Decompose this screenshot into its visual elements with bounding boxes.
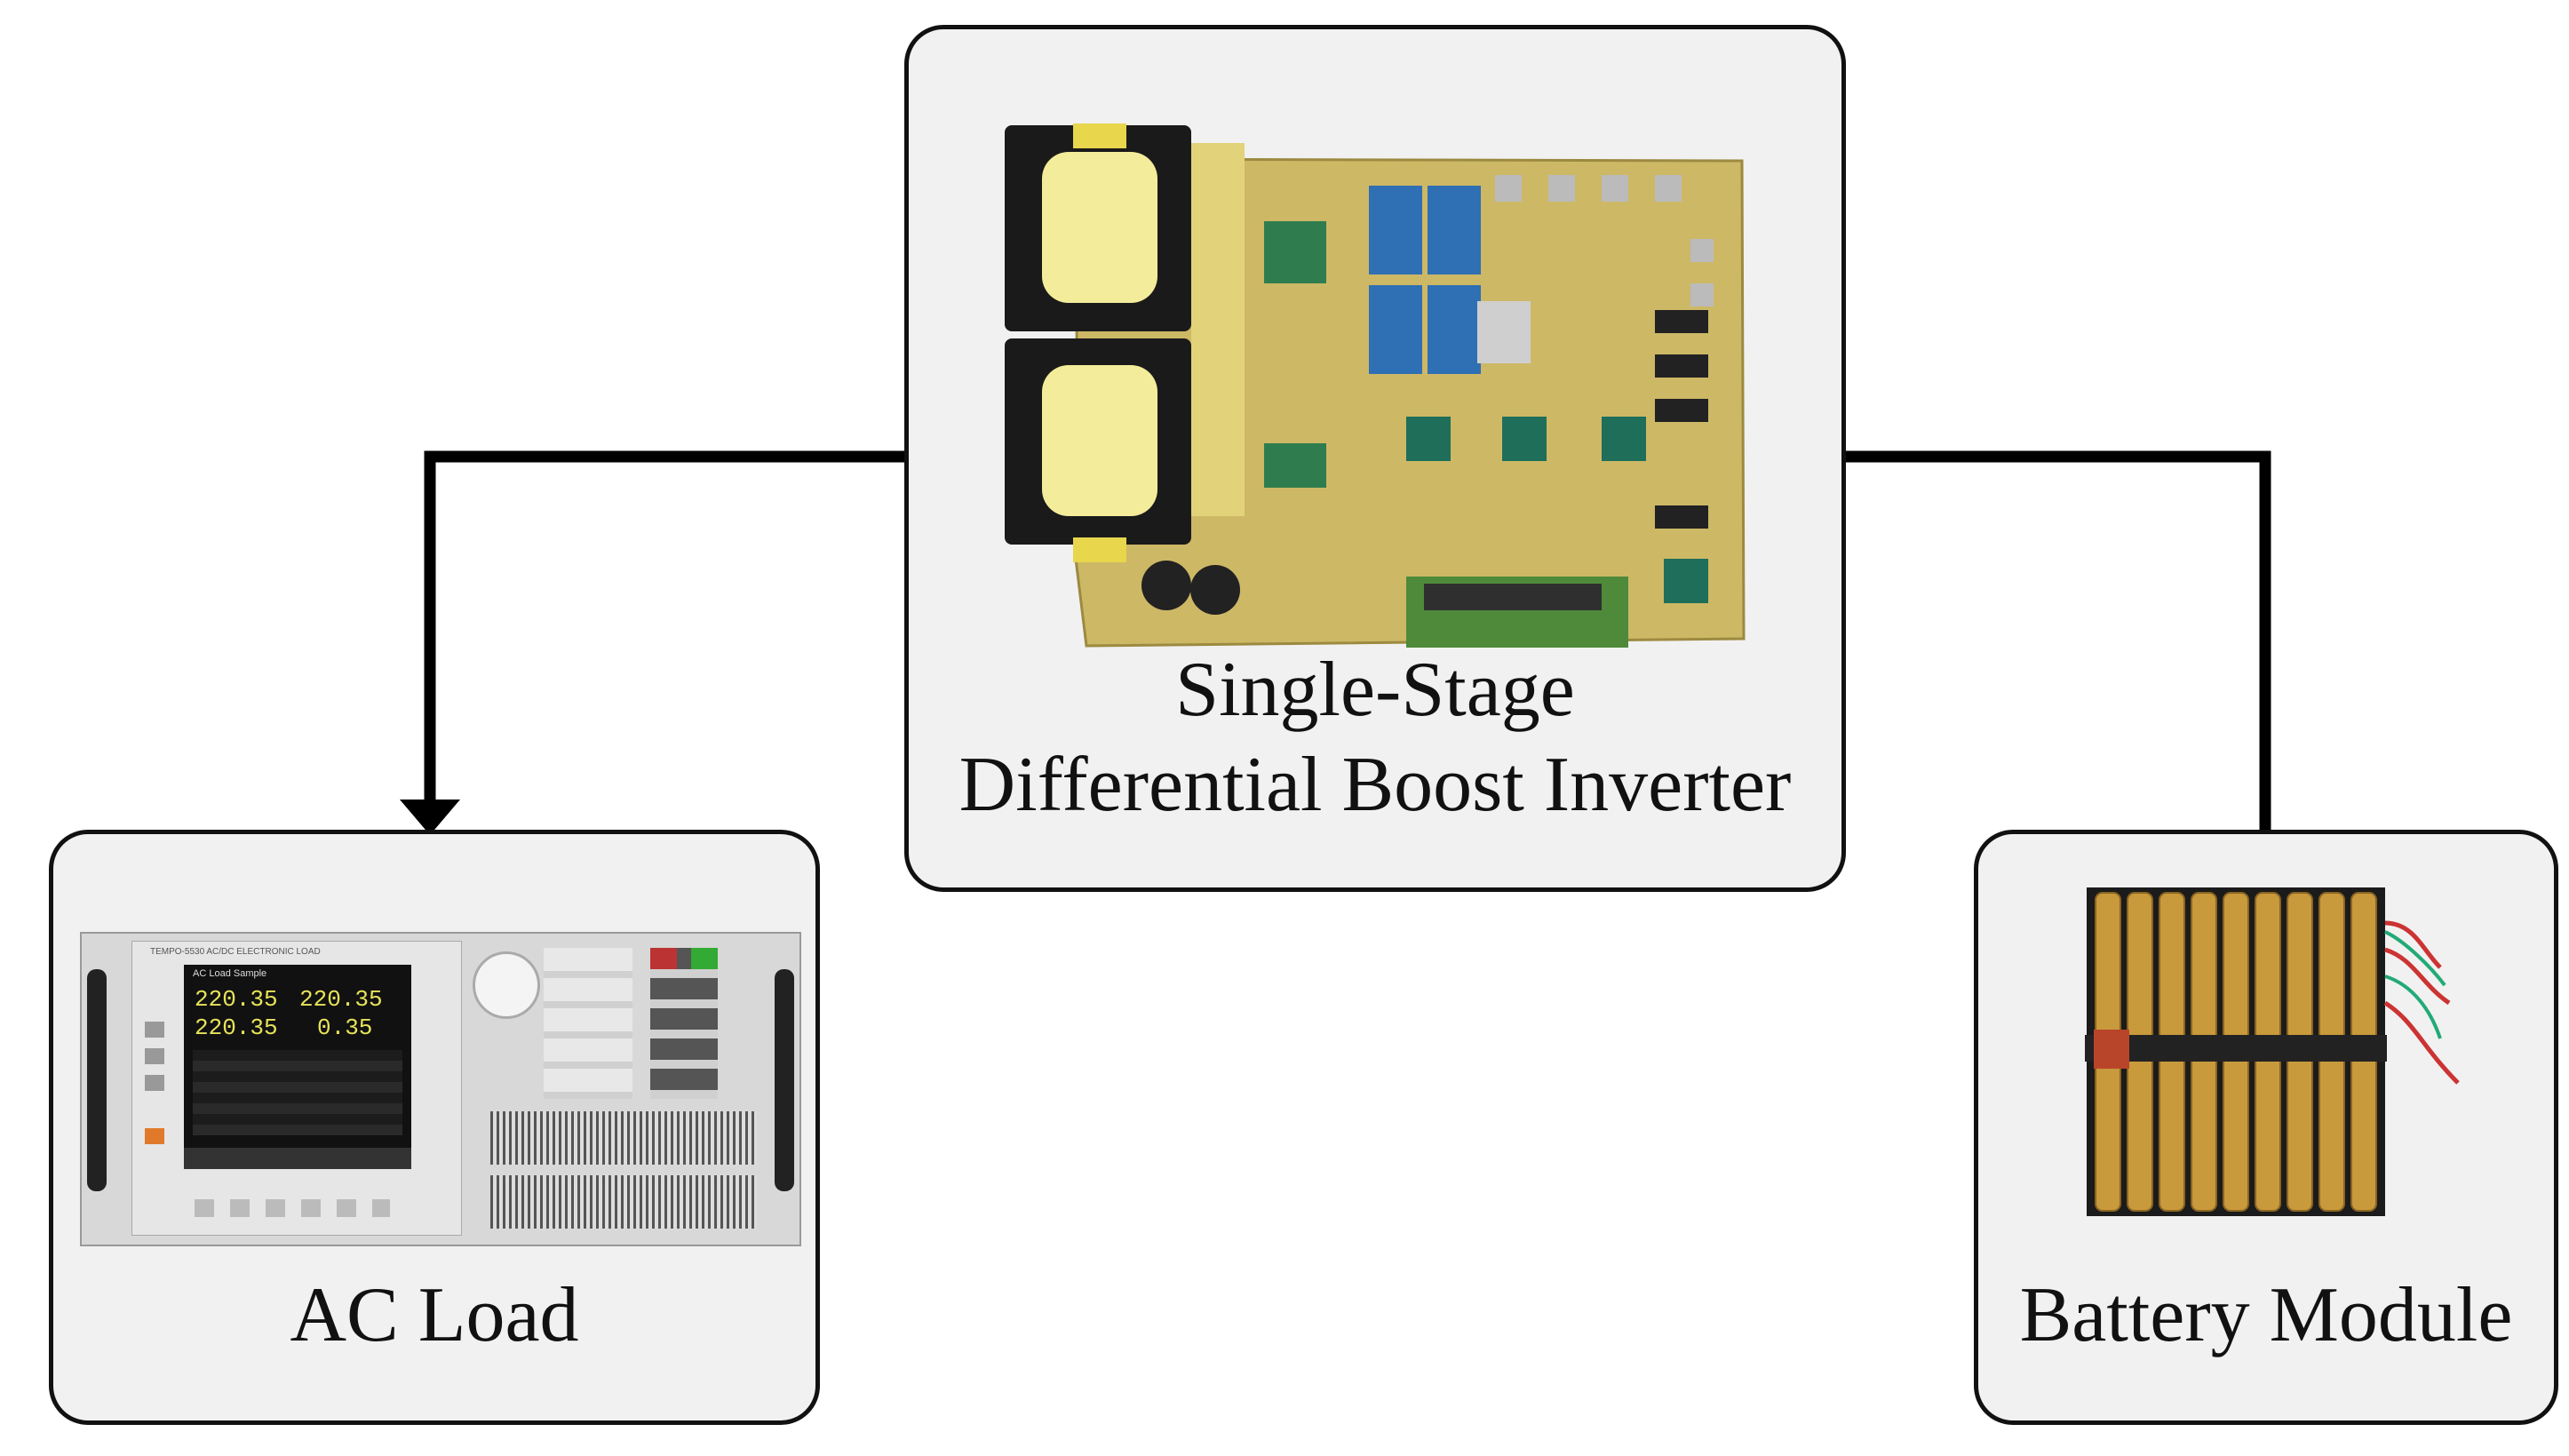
ac-load-header-text: TEMPO-5530 AC/DC ELECTRONIC LOAD <box>150 947 321 957</box>
inverter-node: Single-Stage Differential Boost Inverter <box>904 25 1846 892</box>
inverter-label-line1: Single-Stage <box>1175 647 1575 733</box>
battery-node: Battery Module <box>1974 830 2558 1425</box>
inverter-pcb-image <box>1005 123 1746 648</box>
ac-load-device-image: TEMPO-5530 AC/DC ELECTRONIC LOAD AC Load… <box>80 932 801 1246</box>
arrowhead-acload <box>400 800 460 835</box>
screen-value-1: 220.35 <box>195 986 278 1013</box>
ac-load-label: AC Load <box>290 1272 579 1358</box>
ac-load-screen-title: AC Load Sample <box>193 968 267 979</box>
edge-inverter-to-battery <box>1846 450 2271 830</box>
battery-label: Battery Module <box>2019 1272 2513 1358</box>
ac-load-screen: AC Load Sample 220.35 220.35 220.35 0.35 <box>184 965 411 1169</box>
inverter-label: Single-Stage Differential Boost Inverter <box>909 642 1841 833</box>
battery-module-image <box>2085 887 2460 1216</box>
ac-load-node: TEMPO-5530 AC/DC ELECTRONIC LOAD AC Load… <box>49 830 820 1425</box>
screen-value-3: 220.35 <box>195 1014 278 1041</box>
edge-inverter-to-acload <box>424 450 904 800</box>
screen-value-4: 0.35 <box>317 1014 373 1041</box>
screen-value-2: 220.35 <box>299 986 383 1013</box>
inverter-label-line2: Differential Boost Inverter <box>958 742 1792 829</box>
